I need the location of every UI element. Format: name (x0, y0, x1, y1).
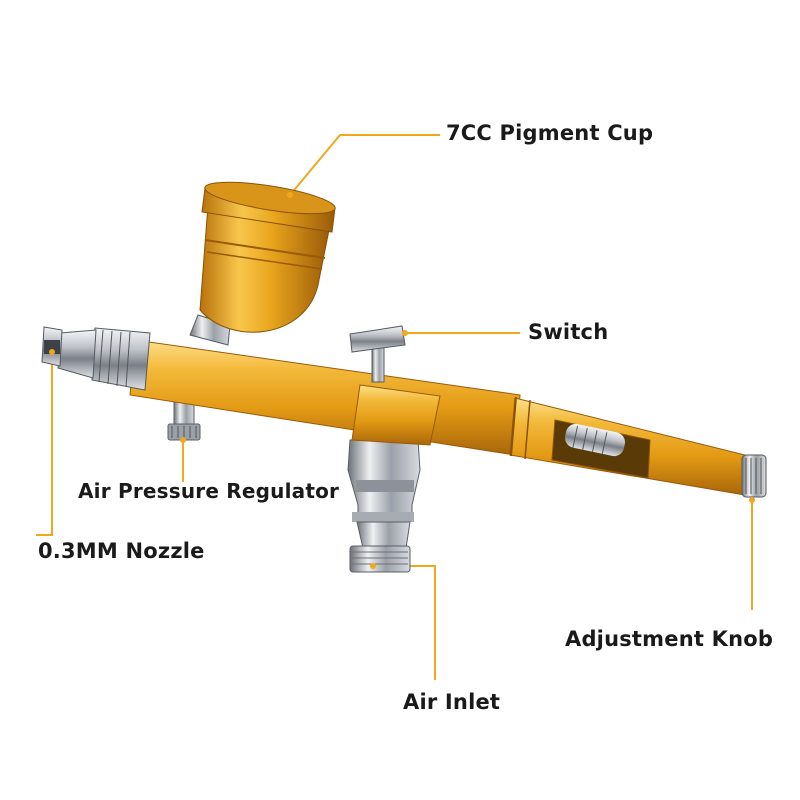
air-inlet-fitting (347, 439, 421, 573)
label-air-inlet: Air Inlet (403, 690, 501, 714)
label-pigment-cup: 7CC Pigment Cup (446, 121, 654, 145)
pigment-cup (189, 181, 336, 346)
label-air-pressure-regulator: Air Pressure Regulator (78, 479, 340, 503)
leader-line-nozzle (36, 352, 53, 536)
label-switch: Switch (528, 320, 609, 344)
leader-line-air-inlet (373, 565, 436, 680)
nozzle-assembly (41, 326, 151, 391)
label-adjustment-knob: Adjustment Knob (565, 627, 774, 651)
label-nozzle: 0.3MM Nozzle (38, 539, 205, 563)
switch-trigger (349, 325, 406, 383)
adjustment-knob (741, 454, 767, 498)
leader-dots (49, 192, 755, 569)
leader-line-pigment-cup (289, 134, 440, 196)
airbrush-body (129, 339, 746, 496)
